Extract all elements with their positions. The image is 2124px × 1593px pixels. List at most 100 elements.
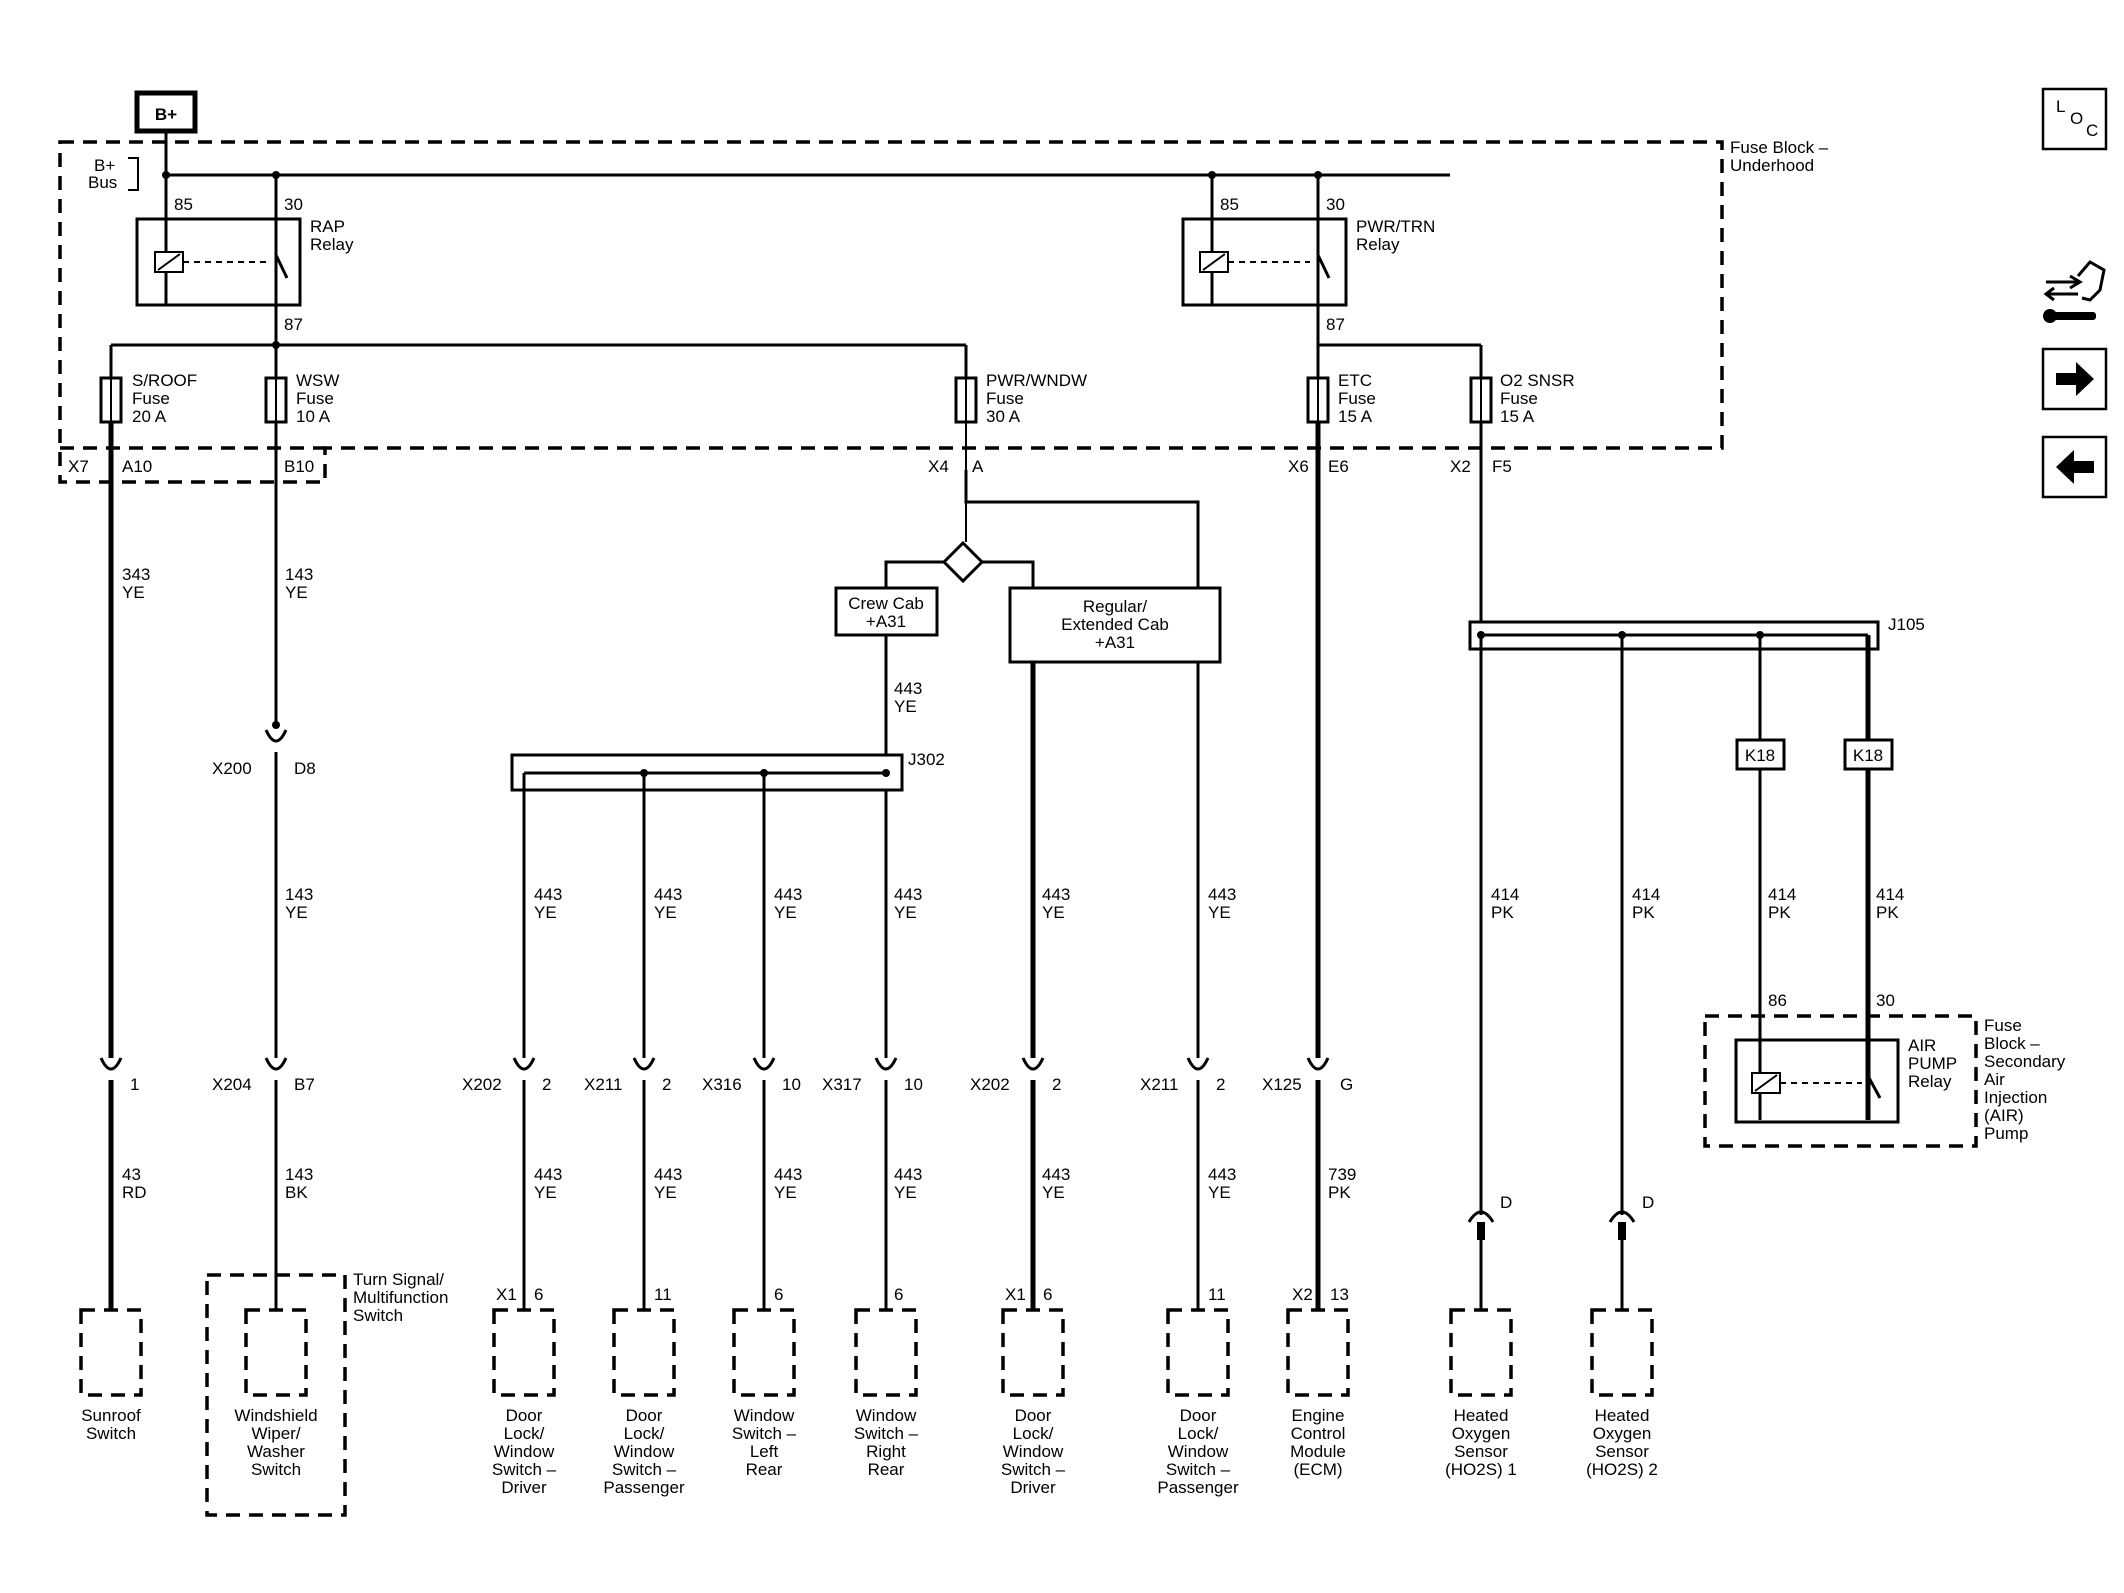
connector-x204: X204 B7 bbox=[212, 1057, 315, 1094]
svg-text:Sensor: Sensor bbox=[1595, 1442, 1649, 1461]
svg-text:X211: X211 bbox=[1140, 1075, 1178, 1094]
svg-text:YE: YE bbox=[1208, 903, 1231, 922]
svg-text:1: 1 bbox=[130, 1075, 139, 1094]
component-sunroof-switch: Sunroof Switch bbox=[79, 1308, 143, 1443]
svg-text:Window: Window bbox=[1003, 1442, 1064, 1461]
svg-text:Heated: Heated bbox=[1595, 1406, 1650, 1425]
svg-text:43: 43 bbox=[122, 1165, 141, 1184]
arrow-right-icon[interactable] bbox=[2041, 347, 2108, 411]
svg-text:Sunroof: Sunroof bbox=[81, 1406, 141, 1425]
svg-text:+A31: +A31 bbox=[1095, 633, 1135, 652]
svg-text:B7: B7 bbox=[294, 1075, 315, 1094]
connector-c5: X202 2 bbox=[970, 1057, 1061, 1094]
svg-text:YE: YE bbox=[1042, 1183, 1065, 1202]
svg-text:X6: X6 bbox=[1288, 457, 1309, 476]
svg-text:11: 11 bbox=[1208, 1285, 1226, 1304]
fuse-block-underhood bbox=[58, 140, 1724, 484]
svg-text:YE: YE bbox=[894, 1183, 917, 1202]
k18-box-2: K18 bbox=[1843, 738, 1894, 771]
svg-text:30: 30 bbox=[284, 195, 303, 214]
svg-text:YE: YE bbox=[774, 1183, 797, 1202]
svg-text:PWR/WNDW: PWR/WNDW bbox=[986, 371, 1087, 390]
svg-text:E6: E6 bbox=[1328, 457, 1349, 476]
svg-text:B+: B+ bbox=[94, 156, 115, 175]
svg-text:2: 2 bbox=[542, 1075, 551, 1094]
svg-text:Block –: Block – bbox=[1984, 1034, 2040, 1053]
svg-text:YE: YE bbox=[285, 583, 308, 602]
svg-text:Switch –: Switch – bbox=[1166, 1460, 1231, 1479]
svg-text:Injection: Injection bbox=[1984, 1088, 2047, 1107]
svg-text:O2 SNSR: O2 SNSR bbox=[1500, 371, 1575, 390]
svg-text:YE: YE bbox=[894, 903, 917, 922]
svg-text:6: 6 bbox=[534, 1285, 543, 1304]
wiring-tool-icon[interactable] bbox=[2043, 260, 2106, 323]
svg-text:A: A bbox=[972, 457, 984, 476]
svg-text:J105: J105 bbox=[1888, 615, 1925, 634]
svg-text:Door: Door bbox=[1015, 1406, 1052, 1425]
svg-text:10: 10 bbox=[904, 1075, 923, 1094]
svg-text:O: O bbox=[2070, 109, 2083, 128]
svg-text:Fuse: Fuse bbox=[132, 389, 170, 408]
svg-text:D: D bbox=[1500, 1193, 1512, 1212]
svg-text:YE: YE bbox=[894, 697, 917, 716]
svg-text:(HO2S) 2: (HO2S) 2 bbox=[1586, 1460, 1658, 1479]
svg-text:Window: Window bbox=[614, 1442, 675, 1461]
svg-text:X1: X1 bbox=[1005, 1285, 1026, 1304]
connector-c4: X317 10 bbox=[822, 1057, 923, 1094]
svg-text:85: 85 bbox=[1220, 195, 1239, 214]
svg-text:Window: Window bbox=[856, 1406, 917, 1425]
svg-text:Switch –: Switch – bbox=[854, 1424, 919, 1443]
svg-text:11: 11 bbox=[654, 1285, 672, 1304]
svg-text:443: 443 bbox=[894, 885, 922, 904]
svg-text:B10: B10 bbox=[284, 457, 314, 476]
svg-text:414: 414 bbox=[1876, 885, 1904, 904]
svg-text:2: 2 bbox=[1052, 1075, 1061, 1094]
svg-text:2: 2 bbox=[1216, 1075, 1225, 1094]
svg-text:PK: PK bbox=[1768, 903, 1791, 922]
component-ho2s-2: Heated Oxygen Sensor (HO2S) 2 bbox=[1586, 1308, 1658, 1479]
svg-text:Extended Cab: Extended Cab bbox=[1061, 615, 1169, 634]
svg-text:YE: YE bbox=[534, 903, 557, 922]
svg-text:BK: BK bbox=[285, 1183, 308, 1202]
svg-text:Fuse: Fuse bbox=[296, 389, 334, 408]
svg-text:443: 443 bbox=[774, 885, 802, 904]
svg-text:Oxygen: Oxygen bbox=[1593, 1424, 1652, 1443]
component-window-switch-left-rear: Window Switch – Left Rear bbox=[732, 1308, 797, 1479]
svg-text:443: 443 bbox=[654, 885, 682, 904]
option-diamond bbox=[941, 540, 985, 584]
svg-text:X1: X1 bbox=[496, 1285, 517, 1304]
component-door-lock-driver-1: Door Lock/ Window Switch – Driver bbox=[492, 1308, 557, 1497]
svg-text:Switch: Switch bbox=[86, 1424, 136, 1443]
svg-text:Air: Air bbox=[1984, 1070, 2005, 1089]
svg-text:PWR/TRN: PWR/TRN bbox=[1356, 217, 1435, 236]
component-door-lock-passenger-1: Door Lock/ Window Switch – Passenger bbox=[603, 1308, 685, 1497]
fuse-block-label: Fuse Block –Underhood bbox=[1730, 138, 1829, 175]
svg-text:K18: K18 bbox=[1853, 746, 1883, 765]
fuse-pwr-wndw: PWR/WNDW Fuse 30 A X4 A bbox=[928, 371, 1087, 476]
svg-text:X125: X125 bbox=[1262, 1075, 1302, 1094]
svg-text:Pump: Pump bbox=[1984, 1124, 2028, 1143]
svg-text:Lock/: Lock/ bbox=[1013, 1424, 1054, 1443]
component-door-lock-passenger-2: Door Lock/ Window Switch – Passenger bbox=[1157, 1308, 1239, 1497]
svg-text:30: 30 bbox=[1876, 991, 1895, 1010]
loc-icon[interactable]: L O C bbox=[2041, 87, 2108, 151]
svg-text:6: 6 bbox=[1043, 1285, 1052, 1304]
bplus-bus-label: B+ Bus bbox=[88, 156, 139, 192]
svg-text:85: 85 bbox=[174, 195, 193, 214]
k18-box-1: K18 bbox=[1735, 738, 1786, 771]
svg-text:X2: X2 bbox=[1292, 1285, 1313, 1304]
svg-text:PK: PK bbox=[1876, 903, 1899, 922]
svg-text:C: C bbox=[2086, 121, 2098, 140]
svg-text:J302: J302 bbox=[908, 750, 945, 769]
svg-text:X204: X204 bbox=[212, 1075, 252, 1094]
svg-text:443: 443 bbox=[894, 1165, 922, 1184]
svg-text:+A31: +A31 bbox=[866, 612, 906, 631]
svg-text:Relay: Relay bbox=[310, 235, 354, 254]
svg-text:Rear: Rear bbox=[746, 1460, 783, 1479]
svg-text:YE: YE bbox=[1208, 1183, 1231, 1202]
connector-d2: D bbox=[1608, 1193, 1654, 1240]
svg-text:Fuse: Fuse bbox=[1984, 1016, 2022, 1035]
svg-text:PUMP: PUMP bbox=[1908, 1054, 1957, 1073]
arrow-left-icon[interactable] bbox=[2041, 435, 2108, 499]
svg-text:YE: YE bbox=[654, 1183, 677, 1202]
